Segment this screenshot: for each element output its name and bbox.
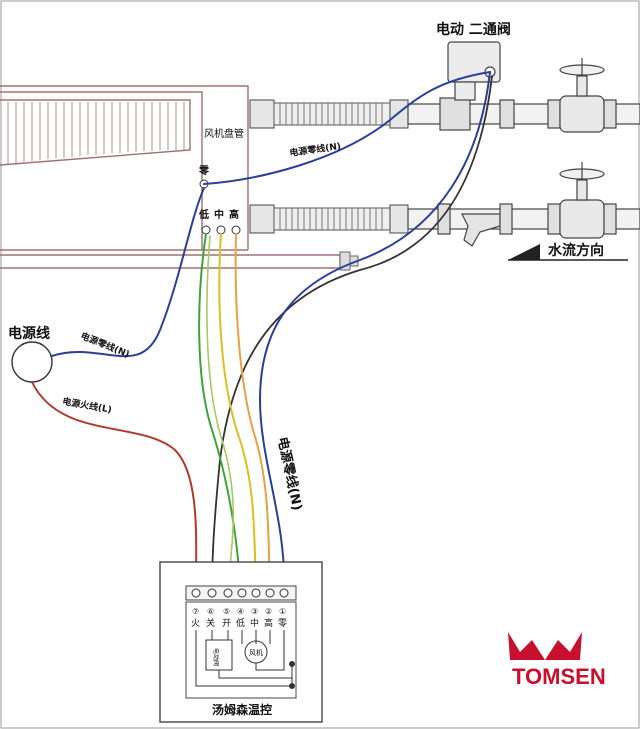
high-terminal-label: 高 <box>229 208 239 221</box>
brand-name: TOMSEN <box>512 664 606 689</box>
terminal-number-7: ⑦ <box>192 607 199 616</box>
electric-valve <box>447 41 501 101</box>
terminal-number-6: ⑥ <box>207 607 214 616</box>
neutral-terminal-label: 零 <box>198 164 210 177</box>
power-cable-circle <box>11 341 53 383</box>
wires <box>31 71 493 589</box>
wire-low-light <box>206 235 235 589</box>
thermostat-inner <box>185 601 297 699</box>
high-terminal <box>231 225 241 235</box>
low-terminal <box>201 225 211 235</box>
water-flow-label: 水流方向 <box>548 242 604 259</box>
terminal-name-low: 低 <box>236 617 245 629</box>
upper-hand-valve <box>559 58 605 97</box>
wire-valve-control <box>211 75 493 589</box>
fan-coil-unit <box>0 85 341 269</box>
terminal-number-2: ② <box>265 607 272 616</box>
wire-high <box>234 233 271 589</box>
lower-hand-valve <box>559 162 605 201</box>
upper-flex-hose <box>249 99 409 129</box>
terminal-name-close: 关 <box>206 617 215 629</box>
mid-terminal <box>216 225 226 235</box>
thermostat-label: 汤姆森温控 <box>212 702 272 717</box>
terminal-name-live: 火 <box>191 618 200 629</box>
wire-neutral-power <box>51 187 205 358</box>
terminal-number-1: ① <box>279 607 286 616</box>
terminal-name-open: 开 <box>222 618 231 629</box>
wire-neutral-thermostat <box>258 71 491 589</box>
wire-mid <box>218 233 257 589</box>
lower-flex-hose <box>249 204 409 234</box>
lower-return-pipe <box>407 199 640 247</box>
valve-label: 电动 二通阀 <box>436 21 511 38</box>
drain-fitting <box>339 251 359 271</box>
neutral-label-left: 电源零线(N) <box>79 330 131 361</box>
mid-terminal-label: 中 <box>214 208 224 221</box>
thermostat-screws <box>191 588 289 598</box>
terminal-number-5: ⑤ <box>223 607 230 616</box>
neutral-label-top: 电源零线(N) <box>289 140 342 159</box>
wire-low <box>198 233 241 589</box>
low-terminal-label: 低 <box>198 208 209 221</box>
crown-icon <box>508 632 582 660</box>
thermostat-schematic <box>195 630 295 689</box>
upper-supply-pipe <box>407 95 640 133</box>
terminal-number-4: ④ <box>237 607 244 616</box>
coil-fins <box>7 102 185 164</box>
water-flow-arrow <box>508 244 540 260</box>
power-cable-label: 电源线 <box>8 325 50 342</box>
terminal-name-neutral: 零 <box>278 618 287 629</box>
fan-coil-label: 风机盘管 <box>204 127 244 140</box>
terminal-name-mid: 中 <box>250 617 259 629</box>
valve-box-label: 电动阀 <box>212 648 220 666</box>
tomsen-logo: TOMSEN <box>508 632 606 689</box>
thermostat: ⑦ ⑥ ⑤ ④ ③ ② ① 火 关 开 低 中 高 零 电动阀 风机 <box>159 561 323 723</box>
terminal-name-high: 高 <box>264 617 273 629</box>
fan-box-label: 风机 <box>249 648 263 657</box>
terminal-number-3: ③ <box>251 607 258 616</box>
live-label: 电源火线(L) <box>61 395 112 415</box>
neutral-label-center: 电源零线(N) <box>274 436 305 512</box>
wire-live <box>31 381 198 589</box>
wire-neutral-valve <box>203 71 491 185</box>
fan-coil-terminals: 零 低 中 高 <box>198 164 241 235</box>
